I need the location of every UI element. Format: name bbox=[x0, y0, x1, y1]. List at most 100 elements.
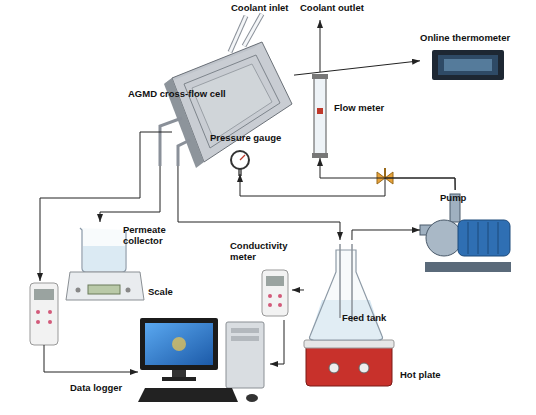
plate-knob bbox=[329, 363, 339, 373]
pump-motor bbox=[458, 220, 510, 256]
gauge-needle bbox=[240, 155, 245, 160]
keyboard bbox=[138, 388, 238, 402]
monitor-stand bbox=[172, 370, 186, 378]
tower-drive bbox=[231, 328, 259, 333]
pump-casing bbox=[426, 220, 462, 256]
data-logger: Data logger bbox=[70, 322, 270, 412]
plate-knob bbox=[359, 363, 369, 373]
motor-fin bbox=[468, 222, 469, 254]
motor-fin bbox=[478, 222, 479, 254]
cell-port bbox=[178, 140, 190, 166]
permeate-beaker: Permeate collector bbox=[75, 222, 170, 262]
monitor-base bbox=[162, 377, 196, 381]
screen-logo bbox=[172, 337, 186, 351]
pump bbox=[420, 194, 511, 272]
plate-top bbox=[304, 340, 394, 348]
coolant-line bbox=[320, 20, 321, 72]
meter-button bbox=[36, 310, 40, 314]
tower-drive bbox=[231, 336, 259, 341]
meter-display bbox=[266, 276, 284, 286]
device-label: Feed tank bbox=[342, 312, 394, 323]
beaker-glass bbox=[80, 228, 126, 272]
computer bbox=[138, 318, 264, 402]
membrane-cell: AGMD cross-flow cell bbox=[128, 38, 294, 166]
conductivity-meter: Conductivity meter bbox=[230, 240, 292, 320]
scale: Scale bbox=[66, 264, 178, 304]
pump: Pump bbox=[420, 190, 515, 278]
meter-case bbox=[30, 283, 58, 345]
dip-tube bbox=[351, 244, 353, 322]
device-label: Data logger bbox=[70, 382, 134, 393]
meter-button bbox=[268, 294, 272, 298]
scale bbox=[66, 272, 144, 300]
flow-float bbox=[317, 108, 323, 114]
flow-cap bbox=[312, 153, 328, 158]
meter-display bbox=[34, 289, 54, 300]
device-label: Pump bbox=[440, 192, 480, 203]
membrane-cell bbox=[160, 42, 292, 168]
display-screen bbox=[438, 55, 498, 75]
valve-handle bbox=[384, 168, 386, 178]
meter-case bbox=[262, 270, 288, 316]
tube bbox=[230, 16, 246, 52]
device-label: Permeate collector bbox=[123, 224, 177, 246]
gauge-dial bbox=[231, 151, 249, 169]
feed-flask bbox=[310, 244, 383, 340]
flask-glass bbox=[310, 250, 383, 340]
device-label: AGMD cross-flow cell bbox=[128, 88, 248, 99]
flow-connector bbox=[320, 158, 455, 190]
hot-plate: Hot plate bbox=[304, 347, 454, 393]
meter-button bbox=[268, 303, 272, 307]
motor-fin bbox=[488, 222, 489, 254]
flow-connector bbox=[100, 166, 160, 222]
scale-button bbox=[126, 288, 131, 293]
sensor-wire bbox=[40, 132, 172, 281]
tube bbox=[244, 14, 262, 46]
scale-display bbox=[88, 285, 120, 294]
flow-connector bbox=[240, 174, 455, 196]
pressure-gauge: Pressure gauge bbox=[210, 130, 292, 174]
monitor-screen bbox=[145, 323, 213, 365]
flow-connector bbox=[178, 166, 340, 240]
flow-connector bbox=[270, 320, 284, 364]
valve bbox=[377, 168, 393, 184]
device-label: Hot plate bbox=[400, 369, 454, 380]
handheld-meter bbox=[30, 283, 58, 345]
feed-tank: Feed tank bbox=[304, 240, 392, 345]
hot-plate bbox=[304, 340, 394, 386]
flow-connector bbox=[294, 61, 420, 75]
meter-button bbox=[278, 294, 282, 298]
flow-meter bbox=[312, 74, 328, 158]
flow-connector bbox=[352, 230, 420, 240]
meter-button bbox=[36, 320, 40, 324]
flow-cap bbox=[312, 74, 328, 79]
conductivity-device bbox=[262, 270, 288, 316]
tube bbox=[244, 14, 262, 46]
device-label: Scale bbox=[148, 286, 178, 297]
mouse bbox=[246, 394, 258, 402]
motor-fin bbox=[498, 222, 499, 254]
meter-button bbox=[48, 310, 52, 314]
data-wire bbox=[44, 345, 138, 372]
device-label: Conductivity meter bbox=[230, 240, 294, 262]
display-digits bbox=[444, 59, 492, 71]
port-label: Coolant inlet bbox=[231, 2, 289, 13]
device-label: Online thermometer bbox=[420, 32, 520, 43]
tube bbox=[230, 16, 246, 52]
thermometer-display bbox=[432, 50, 504, 80]
port-label: Coolant outlet bbox=[300, 2, 364, 13]
flow-tube bbox=[314, 76, 326, 156]
pressure-gauge bbox=[231, 151, 249, 176]
scale-body bbox=[66, 272, 144, 300]
permeate-beaker bbox=[80, 228, 126, 272]
cell-membrane bbox=[192, 64, 272, 140]
device-label: Flow meter bbox=[334, 102, 392, 113]
dip-tube bbox=[339, 244, 341, 318]
pump-base bbox=[425, 262, 511, 272]
scale-button bbox=[76, 288, 81, 293]
thermometer-display: Online thermometer bbox=[420, 30, 520, 86]
meter-button bbox=[48, 320, 52, 324]
